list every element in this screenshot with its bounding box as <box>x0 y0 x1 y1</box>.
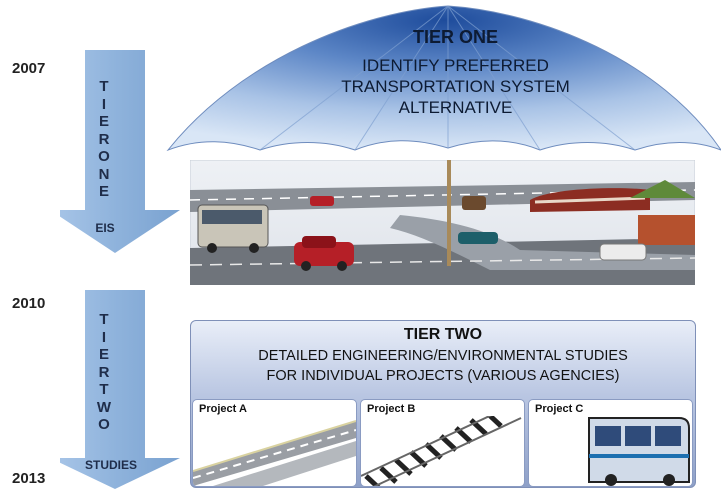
station-building-illustration <box>630 180 695 245</box>
teal-car-illustration <box>458 232 498 244</box>
project-c-panel: Project C <box>528 399 693 487</box>
tier-one-line3: ALTERNATIVE <box>398 98 513 117</box>
tier-one-arrow <box>60 50 180 253</box>
tier-two-box: TIER TWO DETAILED ENGINEERING/ENVIRONMEN… <box>190 320 696 488</box>
tier-two-letter: W <box>96 398 112 416</box>
year-2013: 2013 <box>12 470 46 487</box>
tier-two-arrow <box>60 290 180 489</box>
bus-illustration <box>588 417 690 486</box>
train-illustration <box>530 188 650 212</box>
rail-track-illustration <box>361 416 522 486</box>
tier-one-line2: TRANSPORTATION SYSTEM <box>341 77 570 96</box>
project-c-label: Project C <box>535 403 584 415</box>
truck-illustration <box>462 196 486 210</box>
tier-two-letter: O <box>98 416 110 433</box>
tier-one-eis-label: EIS <box>95 221 115 235</box>
year-2010: 2010 <box>12 295 46 312</box>
tier-one-letter: T <box>99 78 109 95</box>
project-b-panel: Project B <box>360 399 525 487</box>
tier-one-letter: R <box>98 130 110 148</box>
red-car-illustration <box>294 236 354 271</box>
tier-two-title: TIER TWO <box>403 326 483 343</box>
tier-one-letter: I <box>101 95 107 113</box>
project-a-label: Project A <box>199 403 247 415</box>
tier-one-letter: N <box>98 165 110 183</box>
tier-one-letter: E <box>98 183 109 200</box>
white-suv-illustration <box>599 243 647 261</box>
tier-one-arrow-letters: T I E R O N E <box>92 78 116 201</box>
small-car-illustration <box>310 196 334 206</box>
tier-one-letter: E <box>98 113 109 130</box>
tier-two-letter: I <box>101 328 107 346</box>
tier-two-studies-label: STUDIES <box>84 458 137 472</box>
bus-illustration <box>197 204 269 253</box>
project-b-label: Project B <box>367 403 416 415</box>
project-a-panel: Project A <box>192 399 357 487</box>
highway-illustration <box>193 420 356 486</box>
tier-one-letter: O <box>98 148 110 165</box>
tier-two-letter: E <box>98 346 109 363</box>
tier-two-arrow-letters: T I E R T W O <box>92 311 116 434</box>
tier-two-letter: T <box>99 381 109 398</box>
tier-one-title: TIER ONE <box>412 27 498 47</box>
tier-two-letter: T <box>99 311 109 328</box>
tier-one-line1: IDENTIFY PREFERRED <box>362 56 549 75</box>
tier-two-line1: DETAILED ENGINEERING/ENVIRONMENTAL STUDI… <box>258 348 628 364</box>
tier-two-line2: FOR INDIVIDUAL PROJECTS (VARIOUS AGENCIE… <box>266 368 620 384</box>
year-2007: 2007 <box>12 60 46 77</box>
umbrella-illustration <box>166 5 721 152</box>
tier-two-letter: R <box>98 363 110 381</box>
transportation-scene-illustration <box>190 160 695 285</box>
